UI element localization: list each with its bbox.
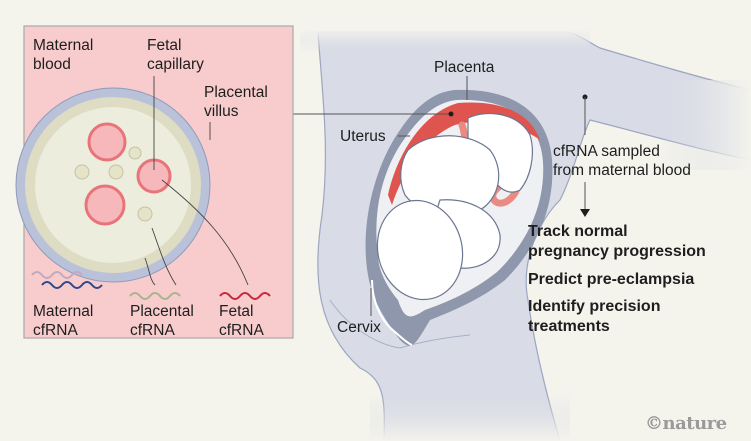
- outcome-predict-preeclampsia: Predict pre-eclampsia: [528, 270, 694, 290]
- label-line: Fetal: [219, 303, 254, 320]
- label-line: Track normal: [528, 223, 628, 240]
- label-line: Fetal: [147, 37, 182, 54]
- label-line: Placental: [130, 303, 194, 320]
- label-fetal-cfrna: Fetal cfRNA: [219, 302, 264, 340]
- label-maternal-cfrna: Maternal cfRNA: [33, 302, 93, 340]
- placental-rna-icon: [129, 292, 181, 300]
- label-line: Identify precision: [528, 298, 661, 315]
- outcome-track-pregnancy: Track normal pregnancy progression: [528, 222, 706, 262]
- label-line: villus: [204, 103, 239, 120]
- label-line: Placental: [204, 84, 268, 101]
- outcome-precision-treatments: Identify precision treatments: [528, 297, 660, 337]
- label-line: Maternal: [33, 303, 94, 320]
- label-fetal-capillary: Fetal capillary: [147, 36, 204, 74]
- label-line: cfRNA: [33, 322, 78, 339]
- fetus: [376, 112, 533, 301]
- label-placenta: Placenta: [434, 59, 495, 76]
- label-line: Predict pre-eclampsia: [528, 271, 695, 288]
- fetal-capillaries: [84, 122, 172, 226]
- label-line: cfRNA: [130, 322, 175, 339]
- nature-credit-logo: ©nature: [645, 413, 727, 434]
- label-line: treatments: [528, 318, 610, 335]
- label-placental-villus: Placental villus: [204, 83, 268, 121]
- maternal-rna-light: [31, 271, 83, 279]
- label-line: pregnancy progression: [528, 243, 706, 260]
- label-cervix: Cervix: [337, 319, 381, 336]
- uterus-illustration: [365, 89, 553, 346]
- placenta-shape: [388, 102, 540, 205]
- maternal-rna-icon: [41, 281, 103, 289]
- label-cfrna-sampled: cfRNA sampled from maternal blood: [553, 142, 691, 180]
- label-maternal-blood: Maternal blood: [33, 36, 93, 74]
- label-line: capillary: [147, 56, 204, 73]
- label-uterus: Uterus: [340, 128, 386, 145]
- villus-inset: [15, 25, 294, 339]
- label-placental-cfrna: Placental cfRNA: [130, 302, 194, 340]
- label-line: Maternal: [33, 37, 94, 54]
- fetal-rna-icon: [219, 292, 271, 300]
- label-line: cfRNA: [219, 322, 264, 339]
- label-line: from maternal blood: [553, 162, 691, 179]
- leader-lines: [286, 76, 590, 316]
- label-line: cfRNA sampled: [553, 143, 660, 160]
- label-line: blood: [33, 56, 71, 73]
